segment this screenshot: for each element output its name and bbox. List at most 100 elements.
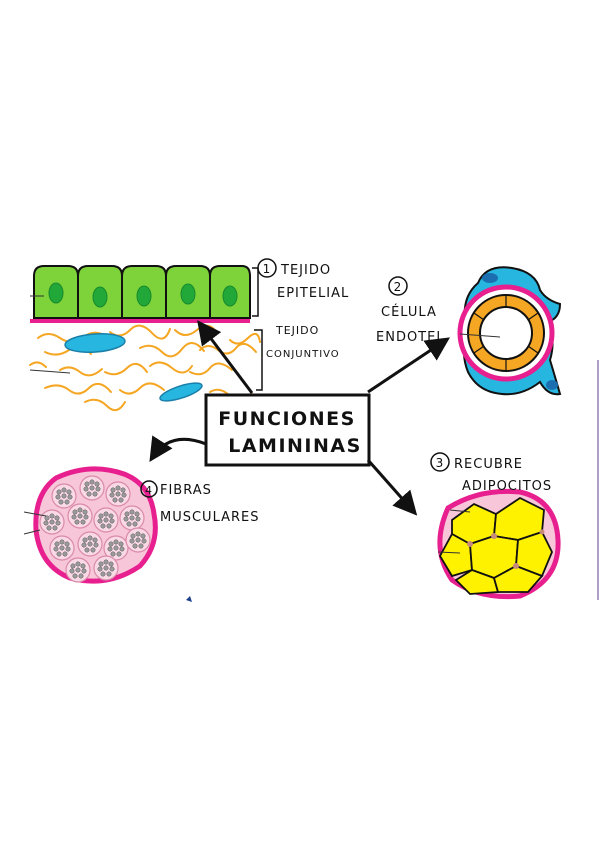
musculares-line1: FIBRAS	[160, 483, 212, 498]
myofibril-dot	[123, 516, 129, 522]
myofibril-dot	[115, 485, 121, 491]
myofibril-dot	[132, 543, 138, 549]
muscle-bundles	[39, 475, 151, 583]
myofibril-dot	[121, 492, 127, 498]
myofibril-dot	[52, 525, 58, 531]
arrow-to-epitelial	[197, 320, 254, 394]
myofibril-dot	[55, 520, 61, 526]
number-1: 1	[263, 262, 272, 276]
conjuntivo-line2: CONJUNTIVO	[266, 349, 340, 360]
label-endotel: 2 CÉLULA ENDOTEL.	[376, 276, 450, 345]
myofibril-dot	[135, 531, 141, 537]
myofibril-dot	[67, 494, 73, 500]
number-badge-1	[257, 258, 277, 278]
myofibril-dot	[115, 491, 121, 497]
myofibril-dot	[113, 539, 119, 545]
epithelial-tissue-illustration	[29, 265, 263, 412]
myofibril-dot	[113, 545, 119, 551]
myofibril-dot	[59, 545, 65, 551]
endotel-line2: ENDOTEL.	[376, 330, 450, 345]
myofibril-dot	[49, 513, 55, 519]
myofibril-dot	[77, 507, 83, 513]
myofibril-dot	[108, 561, 114, 567]
myofibril-dot	[61, 493, 67, 499]
myofibril-dot	[108, 513, 114, 519]
myofibril-dot	[86, 491, 92, 497]
myofibril-dot	[135, 516, 141, 522]
pointer-line	[437, 551, 461, 554]
myofibril-dot	[100, 571, 106, 577]
myofibril-dot	[124, 511, 130, 517]
myofibril-dot	[107, 546, 113, 552]
myofibril-dot	[89, 485, 95, 491]
fibroblast-cell	[159, 382, 203, 402]
myofibril-dot	[109, 518, 115, 524]
myofibril-dot	[74, 519, 80, 525]
myofibril-dot	[103, 565, 109, 571]
myofibril-dot	[108, 541, 114, 547]
number-3: 3	[436, 456, 445, 470]
adipocitos-line2: ADIPOCITOS	[462, 479, 552, 494]
myofibril-dot	[82, 509, 88, 515]
myofibril-dot	[81, 542, 87, 548]
epitelial-line1: TEJIDO	[280, 263, 331, 278]
adipocitos-line1: RECUBRE	[454, 457, 523, 472]
bracket	[254, 329, 263, 391]
vessel-lumen	[479, 306, 533, 360]
myofibril-dot	[69, 568, 75, 574]
myofibril-dot	[82, 537, 88, 543]
arrow-to-musculares	[149, 435, 207, 463]
myofibril-dot	[103, 559, 109, 565]
myofibril-dot	[109, 566, 115, 572]
myofibril-dot	[84, 481, 90, 487]
myofibril-dot	[98, 513, 104, 519]
arrow-to-adipocitos	[366, 459, 418, 516]
myofibril-dot	[83, 486, 89, 492]
arrows	[149, 320, 450, 516]
pointer-line	[29, 369, 71, 374]
muscle-fibers-illustration	[23, 466, 158, 584]
center-title-line1: FUNCIONES	[218, 408, 356, 430]
musculares-line2: MUSCULARES	[160, 510, 260, 525]
myofibril-dot	[106, 571, 112, 577]
myofibril-dot	[56, 551, 62, 557]
myofibril-dot	[116, 551, 122, 557]
pointer-line	[23, 529, 41, 535]
myofibril-dot	[66, 489, 72, 495]
myofibril-dot	[62, 551, 68, 557]
fibroblast-cell	[64, 333, 126, 353]
myofibril-dot	[103, 511, 109, 517]
myofibril-dot	[92, 491, 98, 497]
epitelial-line2: EPITELIAL	[277, 286, 349, 301]
myofibril-dot	[56, 489, 62, 495]
myofibril-dot	[53, 546, 59, 552]
myofibril-dot	[90, 547, 96, 553]
myofibril-dot	[129, 538, 135, 544]
adipocytes-illustration	[437, 488, 561, 600]
myofibril-dot	[110, 487, 116, 493]
myofibril-dot	[43, 520, 49, 526]
myofibril-dot	[87, 535, 93, 541]
myofibril-dot	[72, 509, 78, 515]
myofibril-dot	[110, 551, 116, 557]
epithelial-cells	[33, 265, 251, 319]
myofibril-dot	[54, 541, 60, 547]
myofibril-dot	[141, 538, 147, 544]
epithelial-nuclei	[48, 282, 238, 308]
central-box-frame	[204, 393, 371, 467]
myofibril-dot	[112, 497, 118, 503]
myofibril-dot	[95, 486, 101, 492]
myofibril-dot	[49, 519, 55, 525]
myofibril-dot	[138, 543, 144, 549]
label-conjuntivo: TEJIDO CONJUNTIVO	[266, 324, 340, 360]
myofibril-dot	[140, 533, 146, 539]
myofibril-dot	[71, 514, 77, 520]
label-epitelial: 1 TEJIDO EPITELIAL	[257, 258, 349, 301]
myofibril-dot	[75, 567, 81, 573]
myofibril-dot	[54, 515, 60, 521]
myofibril-dot	[70, 563, 76, 569]
myofibril-dot	[97, 518, 103, 524]
myofibril-dot	[118, 541, 124, 547]
stray-mark	[186, 596, 192, 602]
